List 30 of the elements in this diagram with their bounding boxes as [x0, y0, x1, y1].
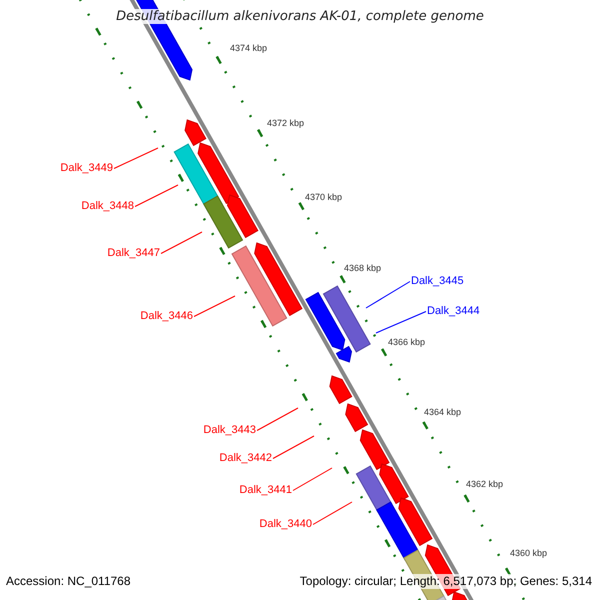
leader-line [292, 468, 332, 491]
leader-line [256, 408, 298, 431]
gene-label: Dalk_3442 [219, 452, 272, 465]
gene-label: Dalk_3440 [259, 518, 312, 531]
scale-label: 4374 kbp [230, 43, 268, 53]
leader-line [312, 502, 352, 525]
leader-line [114, 148, 158, 169]
scale-label: 4360 kbp [510, 548, 548, 558]
leader-line [194, 296, 236, 317]
gene-label: Dalk_3445 [411, 275, 464, 288]
gene-label: Dalk_3448 [81, 200, 134, 213]
gene-label: Dalk_3444 [427, 305, 480, 318]
leader-line [272, 436, 314, 459]
leader-line [376, 311, 426, 334]
leader-line [160, 232, 202, 254]
gene-label: Dalk_3447 [107, 247, 160, 260]
scale-label: 4370 kbp [305, 192, 342, 202]
gene-label: Dalk_3443 [203, 424, 256, 437]
gene-label: Dalk_3449 [60, 162, 113, 175]
scale-label: 4368 kbp [344, 263, 382, 273]
gene-label: Dalk_3441 [239, 484, 292, 497]
info-text: Topology: circular; Length: 6,517,073 bp; Genes: 5,314 [300, 574, 592, 589]
scale-label: 4362 kbp [466, 479, 504, 489]
gene-label: Dalk_3446 [140, 310, 193, 323]
scale-label: 4372 kbp [267, 118, 304, 128]
info-text: Accession: NC_011768 [6, 574, 131, 589]
leader-line [366, 281, 410, 308]
scale-label: 4364 kbp [424, 407, 462, 417]
scale-label: 4366 kbp [388, 337, 426, 347]
leader-line [134, 184, 178, 207]
